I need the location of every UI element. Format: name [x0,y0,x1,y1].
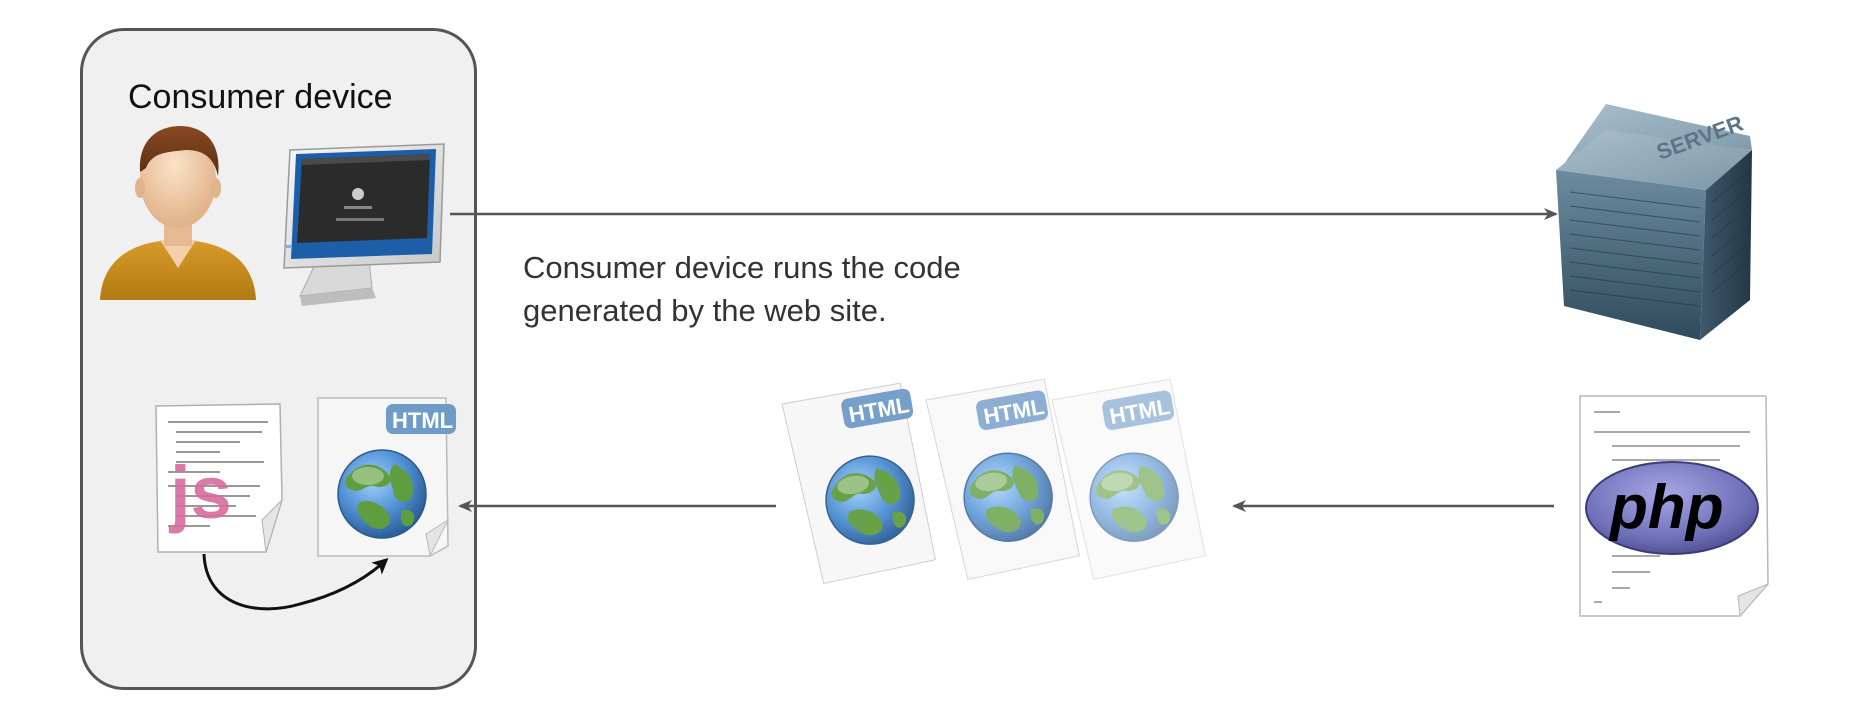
caption-line-1: Consumer device runs the code [523,250,961,285]
js-file-icon: js [155,403,283,553]
php-label: php [1608,473,1724,542]
html-badge-label: HTML [392,408,453,433]
html-file-icon: HTML [317,397,456,558]
caption: Consumer device runs the code generated … [523,246,1083,332]
html-file-stack-icon: HTML HTML HTML [781,378,1206,585]
monitor-icon [283,143,445,306]
php-file-icon: php [1579,395,1769,618]
html-page-3: HTML [1051,378,1206,581]
html-badge [386,404,456,434]
consumer-device-box [80,28,477,690]
globe-icon [337,449,427,539]
person-icon [100,126,256,300]
js-label: js [168,451,232,534]
html-page-1: HTML [781,382,936,585]
transform-arrow [202,553,389,611]
php-logo [1585,461,1759,555]
caption-line-2: generated by the web site. [523,293,887,328]
consumer-device-title: Consumer device [128,78,393,116]
server-icon: SERVER [1556,104,1752,340]
html-page-2: HTML [925,378,1080,581]
